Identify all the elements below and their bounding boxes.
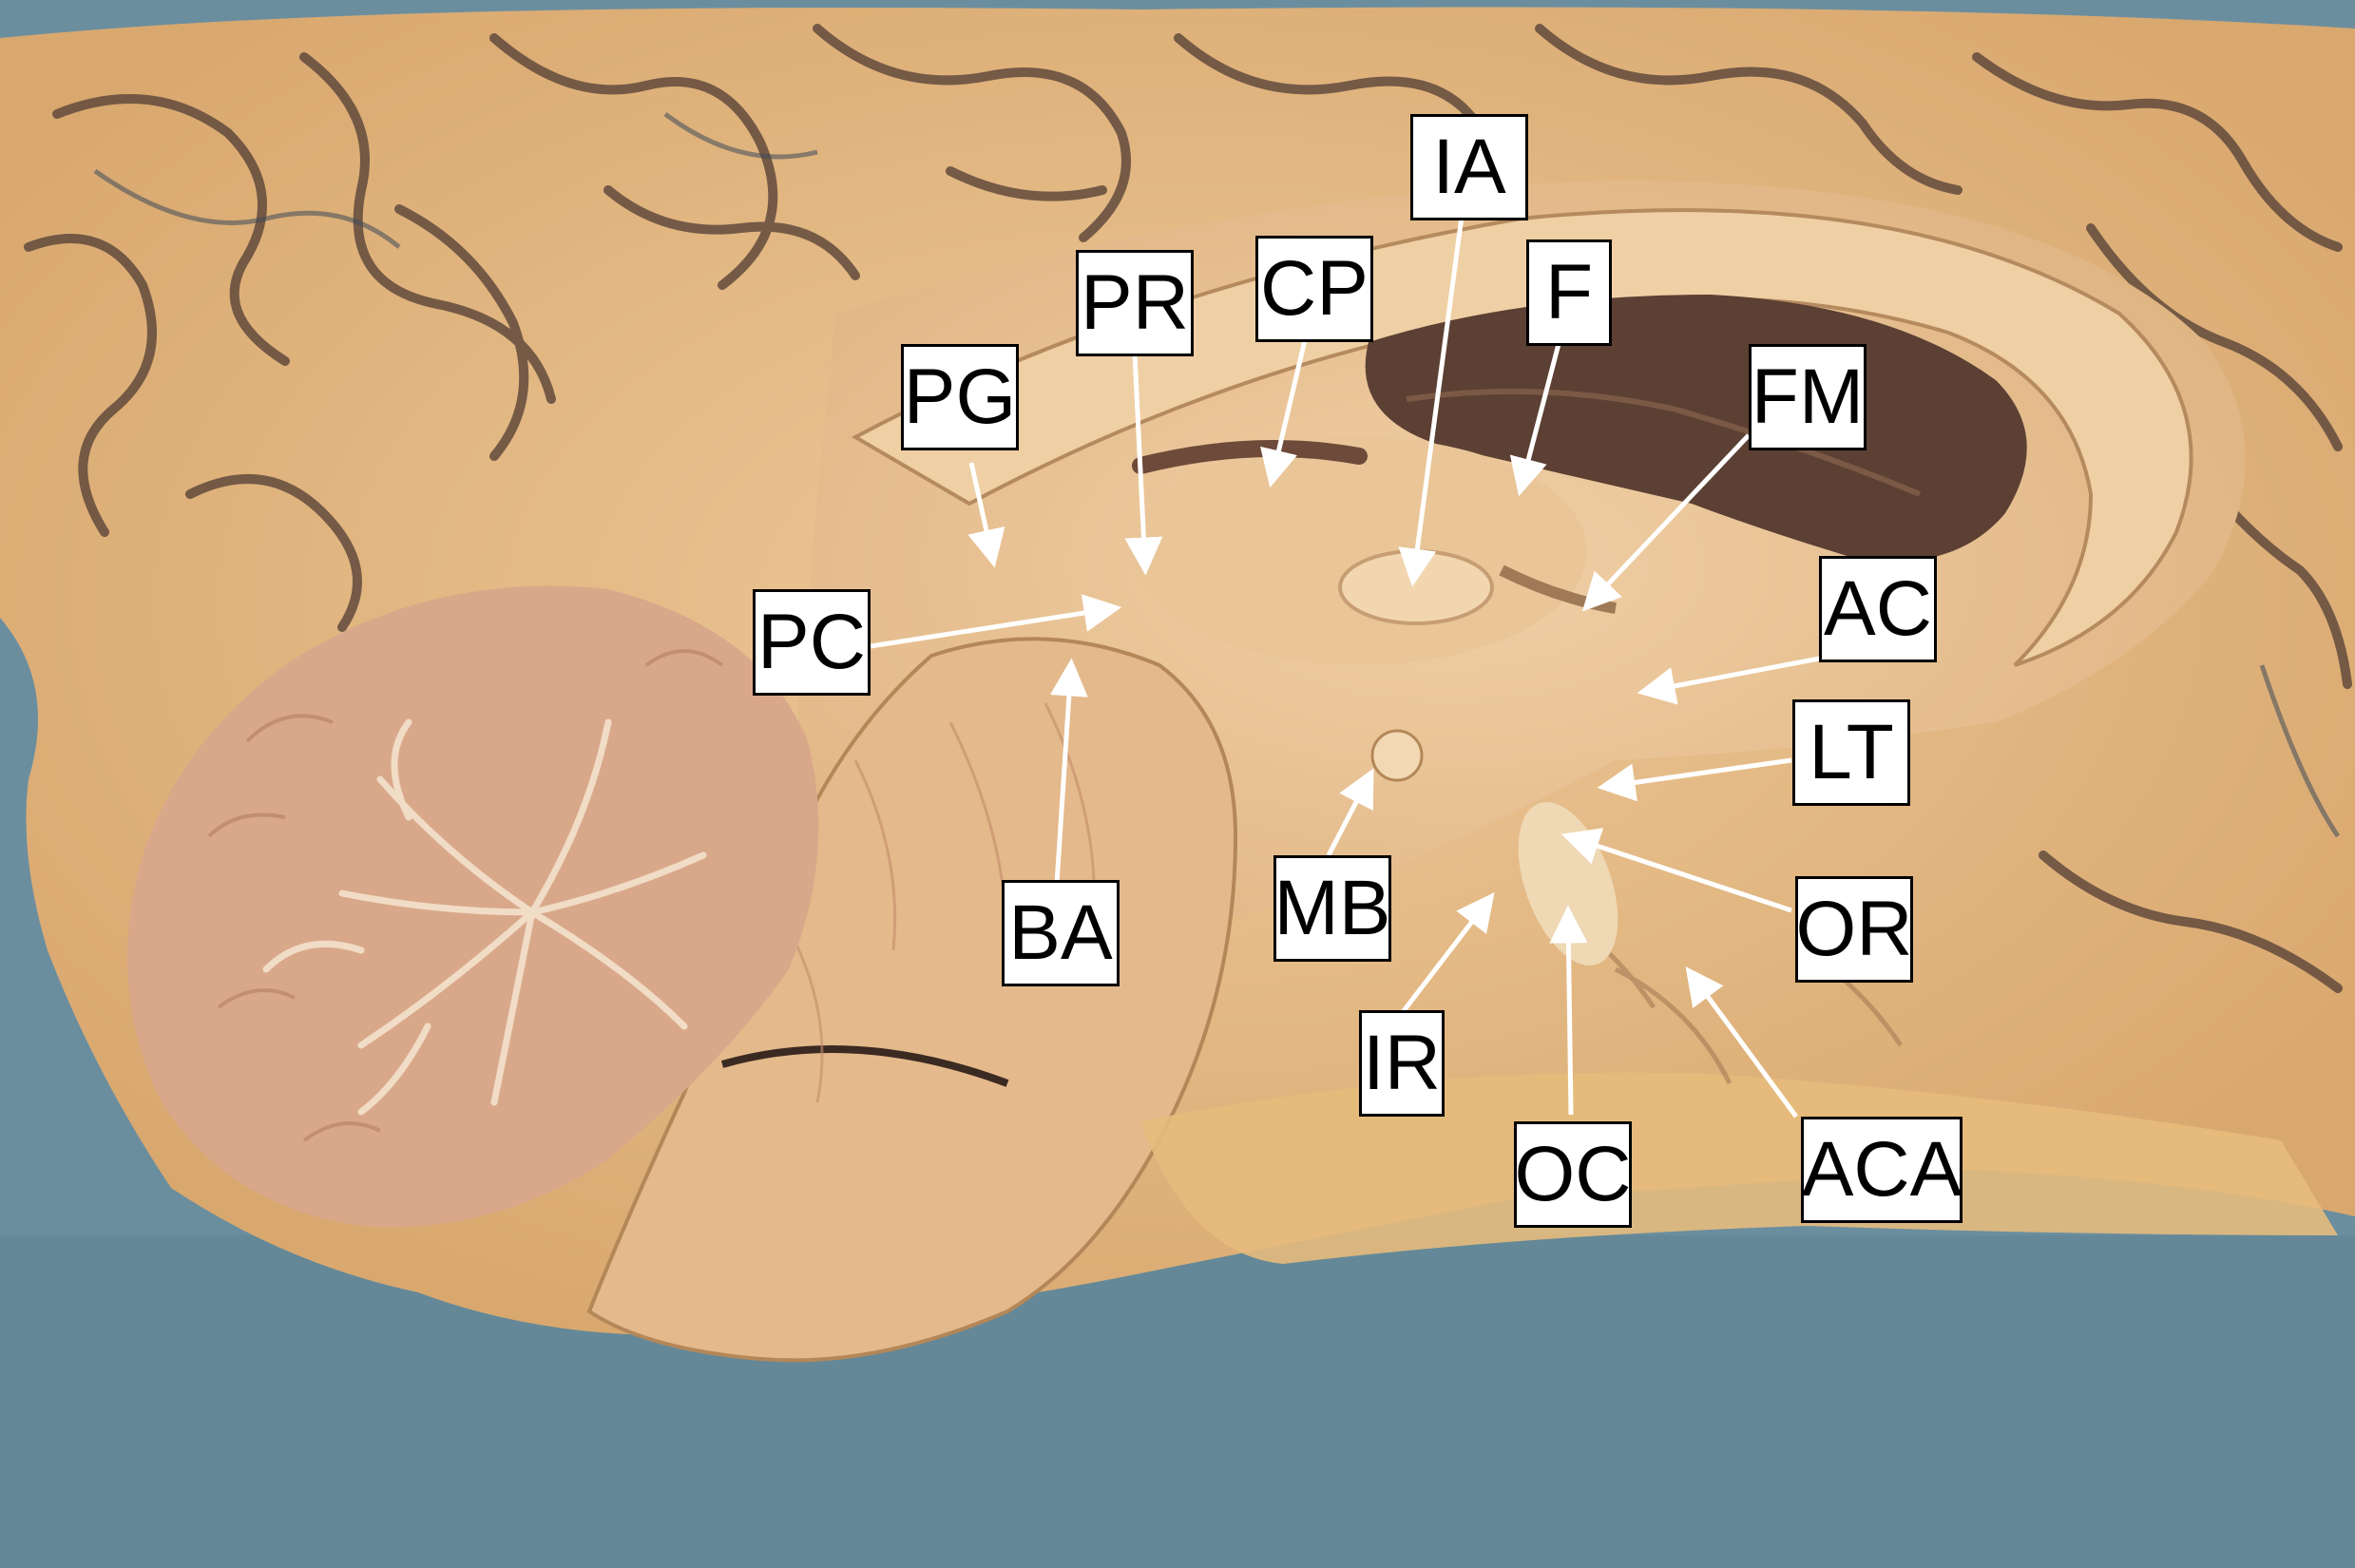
cerebellum — [127, 585, 819, 1228]
arbor-vitae — [262, 718, 707, 1116]
label-ir: IR — [1359, 1010, 1445, 1117]
label-pc: PC — [753, 589, 871, 696]
choroid-plexus — [1132, 440, 1368, 474]
label-cp: CP — [1255, 236, 1373, 342]
label-ba: BA — [1002, 880, 1120, 986]
label-f: F — [1526, 239, 1612, 346]
label-ac: AC — [1819, 556, 1937, 662]
mammillary-body — [1370, 729, 1424, 782]
thalamus — [1131, 437, 1587, 665]
label-fm: FM — [1749, 344, 1867, 450]
sulci-pattern — [24, 24, 2352, 993]
label-ia: IA — [1410, 114, 1528, 220]
label-mb: MB — [1273, 855, 1391, 962]
label-lt: LT — [1792, 699, 1910, 806]
label-oc: OC — [1514, 1121, 1632, 1228]
label-pr: PR — [1076, 250, 1194, 356]
label-or: OR — [1795, 876, 1913, 983]
label-arrows — [870, 216, 1835, 1119]
label-pg: PG — [901, 344, 1019, 450]
temporal-lobe-base — [1140, 1072, 2338, 1264]
label-aca: ACA — [1801, 1117, 1962, 1223]
